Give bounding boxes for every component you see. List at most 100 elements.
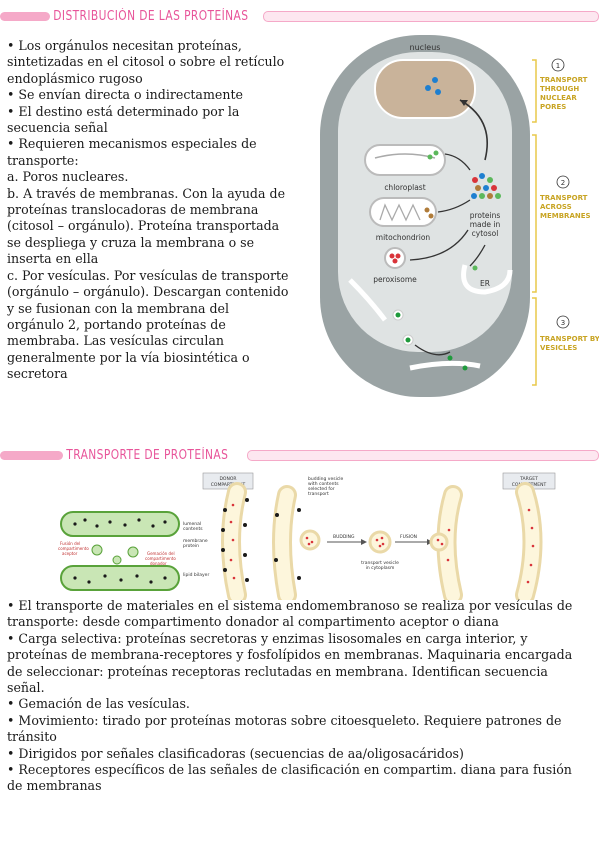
acceptor-fusion-label: Fusión del [60,541,80,546]
text-line: • Requieren mecanismos especiales de [7,136,257,152]
budding-step-label: BUDDING [333,534,355,540]
text-line: (orgánulo – orgánulo). Descargan conteni… [7,284,289,300]
title-decoration-left [0,11,50,21]
text-line: secretora [7,366,68,382]
transport-vesicle-label: in cytoplasm [366,565,395,571]
peroxisome-label: peroxisome [373,275,417,284]
section1-text: • Los orgánulos necesitan proteínas, sin… [7,38,307,383]
protein-dot [433,150,439,156]
title-decoration-right [247,449,599,461]
text-line: de seleccionar: proteínas receptoras rec… [7,663,548,679]
donor-budding-label: Gemación del [147,551,175,556]
donor-header: COMPARTMENT [211,482,246,488]
text-line: • Los orgánulos necesitan proteínas, [7,38,242,53]
text-line: a. Poros nucleares. [7,169,129,185]
text-line: • El destino está determinado por la [7,103,240,119]
text-line: se despliega y cruza la membrana o se [7,234,255,250]
protein-dot [395,253,401,259]
donor-compartment [60,565,180,591]
text-line: • Carga selectiva: proteínas secretoras … [7,630,528,646]
lipid-bilayer-label: lipid bilayer [183,572,209,578]
step-3-circle [556,315,570,329]
chloroplast-shape [364,144,446,176]
golgi-membrane [409,360,481,371]
proteins-label: made in [470,220,501,229]
budding-tube-inner [275,488,294,600]
step-1-label: TRANSPORT [540,76,588,84]
protein-dot [425,85,431,91]
donor-header: DONOR [219,476,236,482]
arrowhead [460,100,468,106]
text-line: membraba. Las vesículas circulan [7,333,224,349]
nuclear-import-arrow [459,99,489,161]
peroxisome-shape [384,247,406,269]
protein-dot [427,154,433,160]
proteins-label: proteins [470,211,501,220]
section-heading: DISTRIBUCIÓN DE LAS PROTEÍNAS [53,8,249,24]
lumenal-label: contents [183,526,203,532]
vesicle-membrane [348,278,387,322]
text-line: c. Por vesículas. Por vesículas de trans… [7,267,289,283]
chloroplast-import-arrow [444,153,471,171]
membrane-protein-label: membrane [183,538,208,544]
step-2-label: TRANSPORT [540,194,588,202]
mitochondrion-cristae [379,203,421,222]
text-line: • Dirigidos por señales clasificadoras (… [7,745,464,761]
bracket-2 [532,134,537,293]
acceptor-compartment [60,511,180,537]
protein-dot [405,337,411,343]
step-2-label: ACROSS [540,203,572,211]
bracket-1 [532,59,537,123]
text-line: • Gemación de las vesículas. [7,696,190,712]
fusing-vesicle [429,532,449,552]
transport-vesicle [368,530,392,554]
budding-vesicle [299,529,321,551]
peroxisome-import-arrow [409,229,469,261]
acceptor-fusion-label: compartimento [58,546,89,551]
protein-dot [424,207,430,213]
membrane-protein-label: protein [183,543,199,549]
protein-dot [432,77,438,83]
protein-dot [462,365,468,371]
budding-vesicle-label: with contents [308,481,339,487]
text-line: b. A través de membranas. Con la ayuda d… [7,185,286,201]
text-line: de membranas [7,778,102,794]
vesicle-transport-diagram: Fusión del compartimento aceptor Gemació… [55,472,556,600]
text-line: transporte: desde compartimento donador … [7,614,499,630]
cargo-dots-left [73,518,167,584]
transport-vesicle-label: transport vesicle [361,560,399,566]
step-3-number: 3 [561,319,565,327]
text-line: sintetizadas en el citosol o sobre el re… [7,54,285,70]
title-decoration-right [262,10,599,22]
section-title-transporte: TRANSPORTE DE PROTEÍNAS [0,446,599,464]
protein-dot [435,89,441,95]
text-line: orgánulo 2, portando proteínas de [7,316,226,332]
text-line: proteínas translocadoras de membrana [7,202,259,218]
protein-dot [428,213,434,219]
step-1-number: 1 [556,62,560,70]
vesicle-arrow [414,344,451,356]
transport-vesicle-cargo [375,536,385,548]
target-header: TARGET [519,476,538,482]
arrowhead [361,539,367,545]
nucleus-shape [374,59,476,119]
budding-vesicle-label: budding vesicle [308,476,344,482]
text-line: transporte: [7,152,79,168]
step-1-label: PORES [540,103,566,111]
budding-cargo [305,536,314,546]
protein-dot [392,258,398,264]
text-line: y se fusionan con la membrana del [7,300,229,316]
protein-dot [472,265,478,271]
text-line: tránsito [7,729,57,745]
step-1-label: THROUGH [540,85,579,93]
vesicle [127,546,139,558]
donor-budding-label: donador [150,561,167,566]
vesicle [112,555,122,565]
nucleus-label: nucleus [410,43,441,52]
er-membrane [461,264,513,295]
budding-vesicle-label: selected for [308,486,335,492]
budding-vesicle-label: transport [308,491,329,497]
chloroplast-label: chloroplast [384,183,425,192]
protein-dot [447,355,453,361]
donor-lumenal-contents [229,503,236,580]
